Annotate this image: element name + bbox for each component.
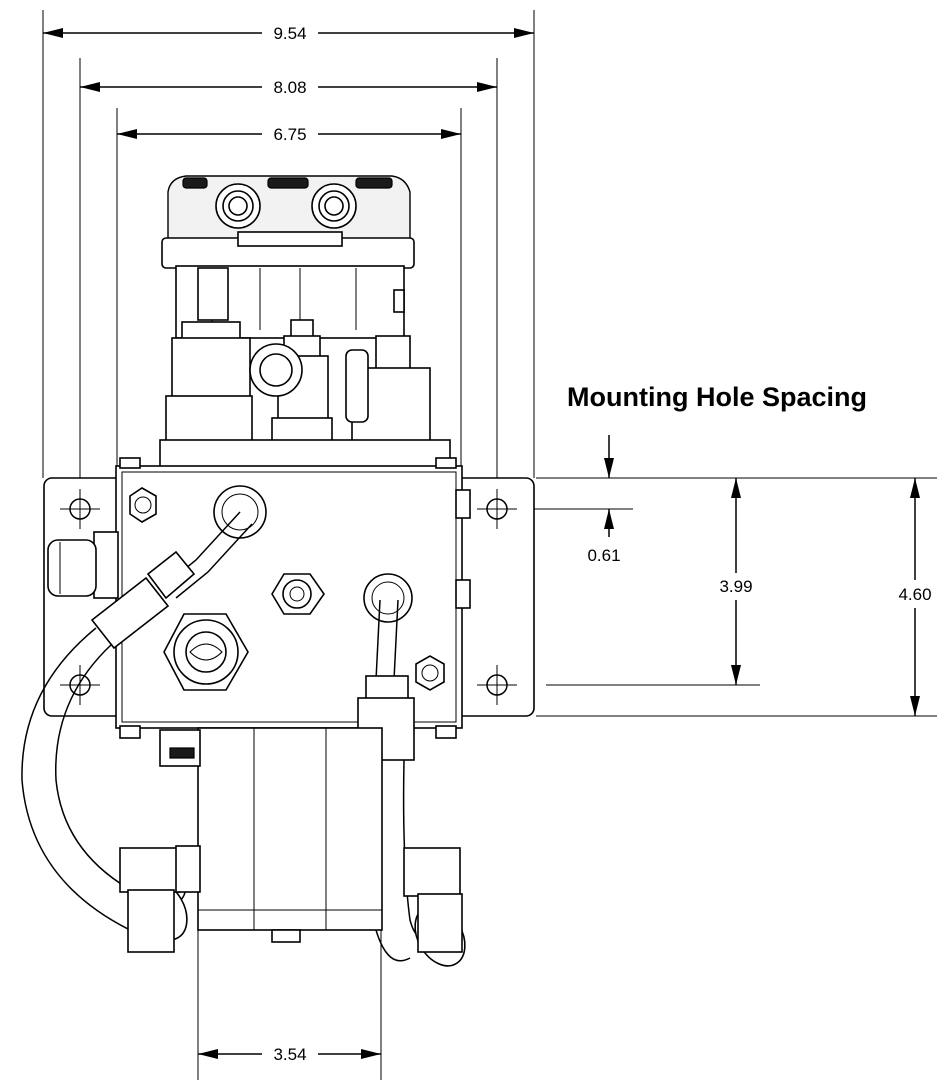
dim-bottom-width: 3.54 xyxy=(273,1045,306,1064)
dimension-lines xyxy=(42,10,937,1080)
dim-bracket-height: 4.60 xyxy=(898,585,931,604)
dim-overall-width: 9.54 xyxy=(273,24,306,43)
compressor-head xyxy=(161,175,415,269)
mounting-hole-top-left xyxy=(60,489,100,529)
cylinder xyxy=(119,727,463,953)
dim-hole-spacing-height: 3.99 xyxy=(719,577,752,596)
port-left xyxy=(215,183,261,229)
dim-bracket-width: 8.08 xyxy=(273,78,306,97)
compressor-body xyxy=(159,265,451,469)
dim-top-hole-offset: 0.61 xyxy=(587,546,620,565)
mounting-hole-bottom-left xyxy=(60,665,100,705)
manifold-block xyxy=(47,457,471,739)
dim-hole-spacing-width: 6.75 xyxy=(273,125,306,144)
drawing-title: Mounting Hole Spacing xyxy=(567,382,867,412)
mounting-hole-bottom-right xyxy=(477,665,517,705)
mounting-hole-top-right xyxy=(477,489,517,529)
port-right xyxy=(311,183,357,229)
